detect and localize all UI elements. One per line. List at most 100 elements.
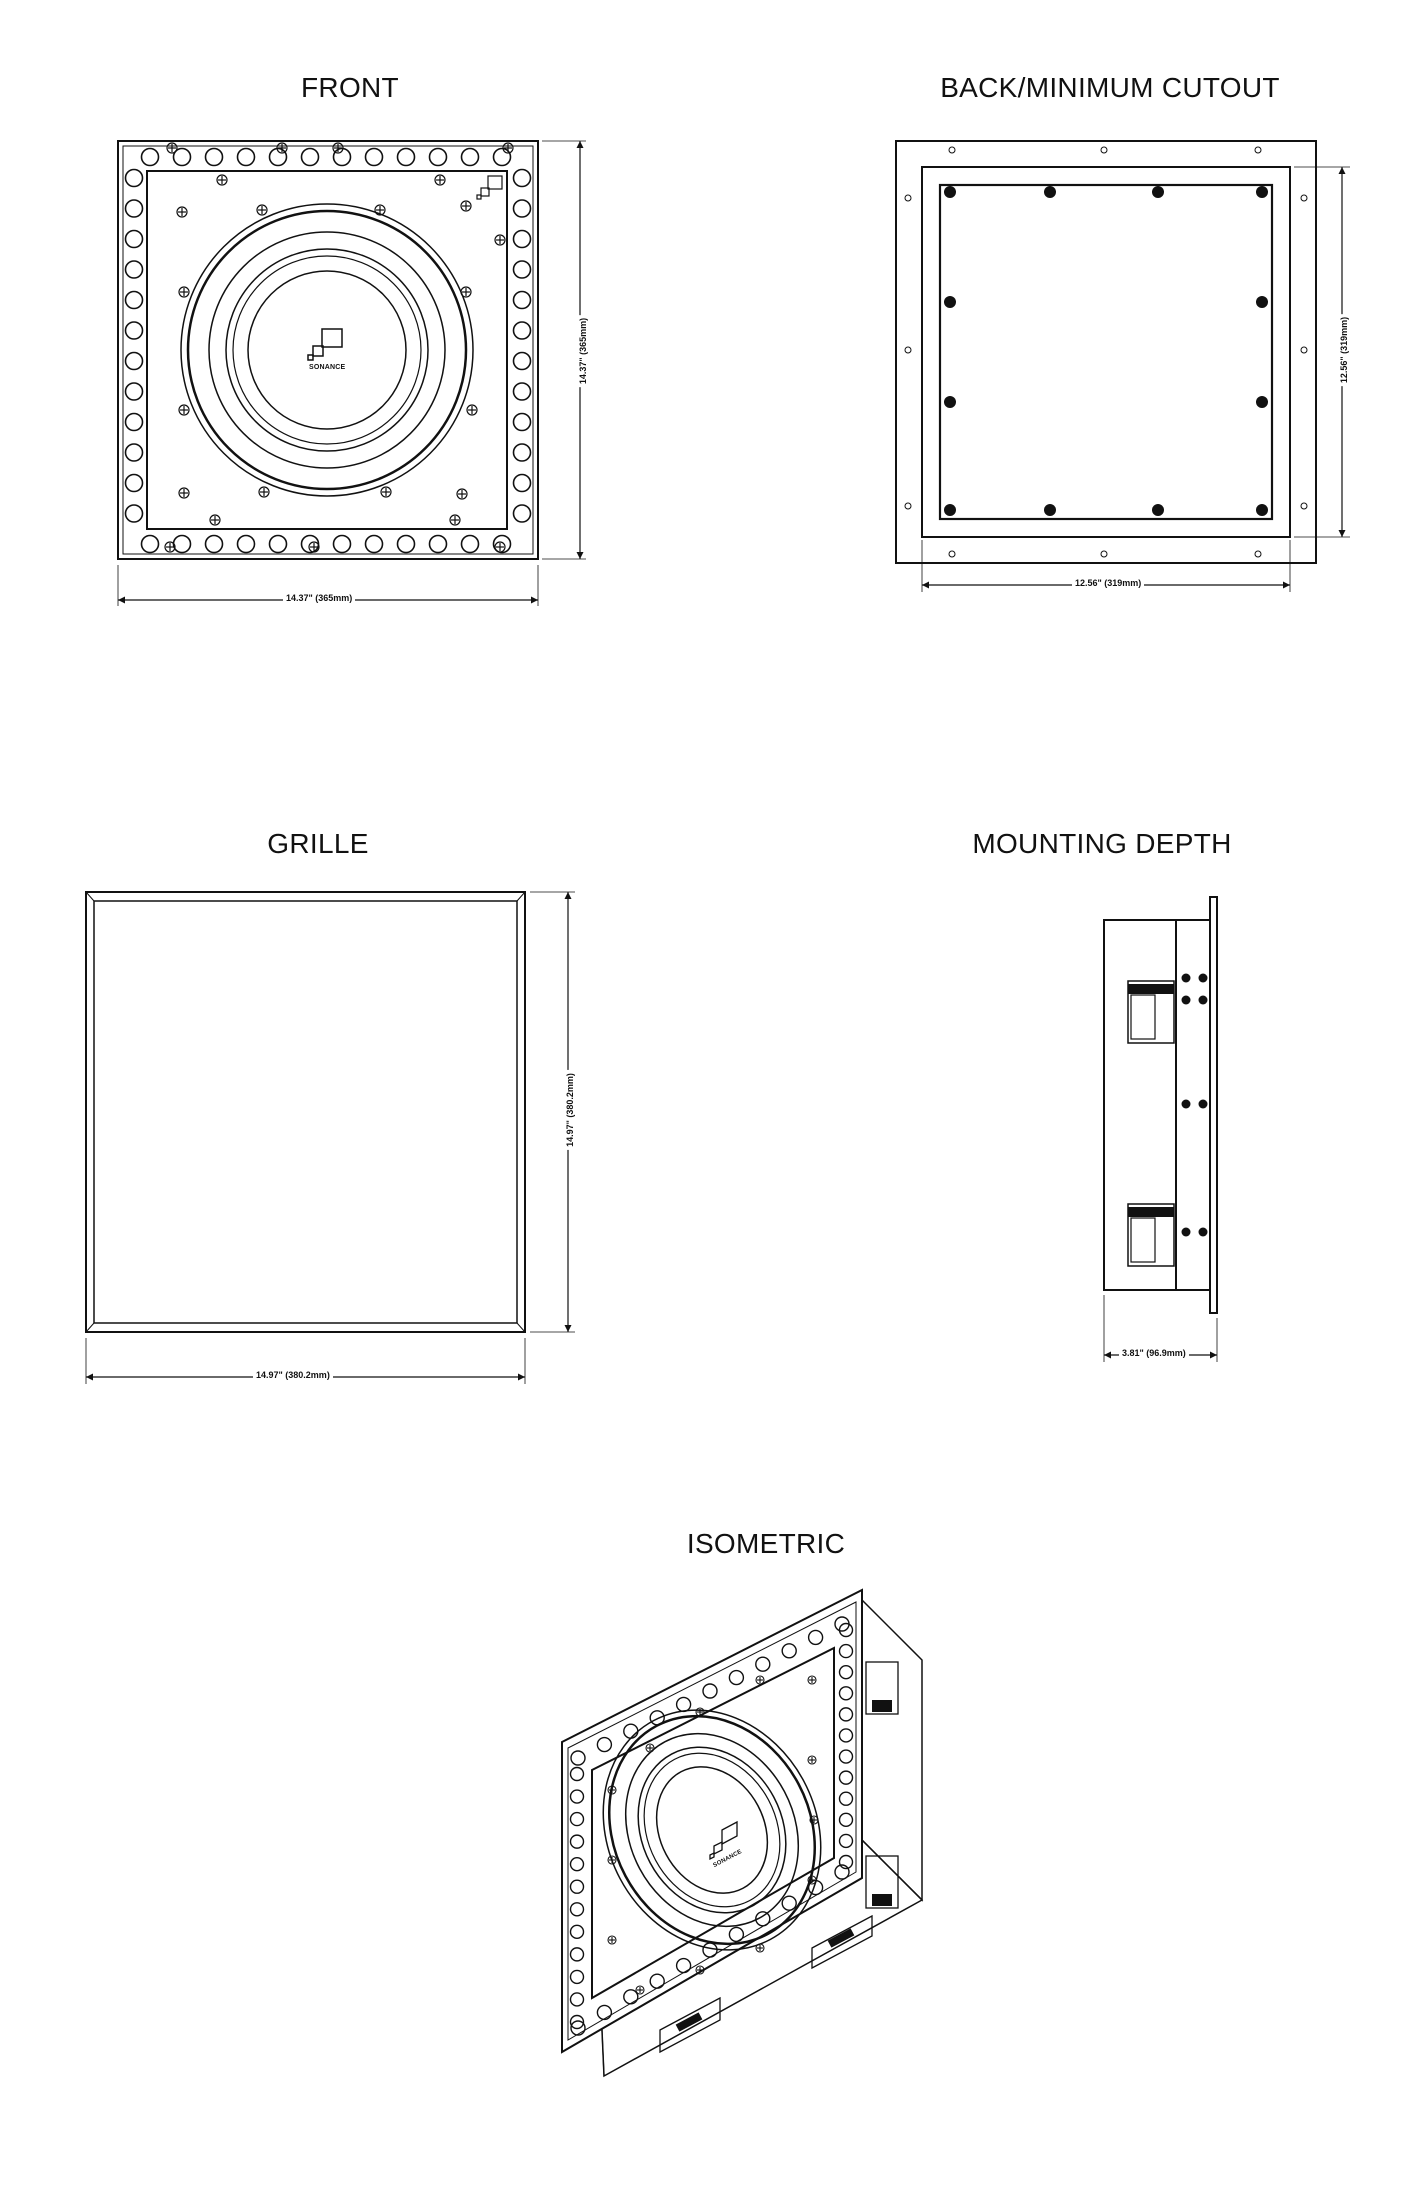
grille-height-dimension: 14.97" (380.2mm) bbox=[564, 1070, 575, 1150]
mounting-hole bbox=[512, 351, 532, 371]
mounting-hole bbox=[755, 1911, 771, 1927]
mounting-screw-hole bbox=[1152, 186, 1164, 198]
front-view-title: FRONT bbox=[301, 72, 399, 103]
mounting-hole bbox=[838, 1791, 854, 1806]
mounting-hole bbox=[838, 1728, 854, 1743]
mounting-hole bbox=[649, 1973, 665, 1989]
screw-icon bbox=[374, 204, 386, 216]
mounting-hole bbox=[124, 412, 144, 432]
mounting-hole bbox=[569, 1924, 585, 1940]
back-width-dimension: 12.56" (319mm) bbox=[1072, 578, 1145, 588]
mounting-screw-hole bbox=[1044, 504, 1056, 516]
mounting-hole bbox=[569, 1811, 585, 1827]
mounting-hole bbox=[396, 147, 416, 167]
grille-width-dimension: 14.97" (380.2mm) bbox=[253, 1370, 333, 1380]
mounting-hole bbox=[492, 147, 512, 167]
mounting-hole bbox=[204, 534, 224, 554]
mounting-hole bbox=[838, 1664, 854, 1680]
small-hole bbox=[1100, 550, 1108, 558]
mounting-hole bbox=[512, 260, 532, 279]
mounting-hole bbox=[675, 1957, 692, 1974]
mounting-screw-hole bbox=[1256, 504, 1268, 516]
small-hole bbox=[948, 550, 956, 558]
screw-icon bbox=[607, 1785, 617, 1795]
screw-icon bbox=[466, 404, 478, 416]
screw-icon bbox=[434, 174, 446, 186]
screw-icon bbox=[807, 1675, 817, 1685]
mounting-screw-hole bbox=[1044, 186, 1056, 198]
mounting-hole bbox=[364, 147, 384, 167]
screw-icon bbox=[332, 142, 344, 154]
isometric-logo-icon bbox=[709, 1820, 738, 1861]
mounting-hole bbox=[268, 534, 288, 554]
mounting-hole bbox=[838, 1622, 854, 1638]
mounting-hole bbox=[512, 199, 532, 218]
mounting-hole bbox=[428, 534, 448, 554]
mounting-screw-hole bbox=[1256, 186, 1268, 198]
mounting-hole bbox=[236, 534, 256, 554]
mounting-hole bbox=[570, 1750, 586, 1766]
mounting-hole bbox=[364, 534, 384, 554]
mounting-hole bbox=[512, 321, 532, 340]
mounting-hole bbox=[140, 534, 160, 554]
mounting-hole bbox=[124, 443, 144, 462]
mounting-hole bbox=[781, 1643, 797, 1659]
mounting-hole bbox=[702, 1683, 718, 1699]
mounting-hole bbox=[838, 1770, 854, 1785]
screw-icon bbox=[164, 541, 176, 553]
mounting-hole bbox=[569, 1969, 585, 1985]
small-hole bbox=[1100, 146, 1108, 154]
mounting-hole bbox=[623, 1989, 639, 2005]
small-hole bbox=[1254, 550, 1262, 558]
small-hole bbox=[904, 194, 912, 202]
mounting-hole bbox=[332, 534, 352, 554]
front-logo-text: SONANCE bbox=[309, 364, 346, 371]
mounting-hole bbox=[596, 2004, 613, 2021]
mounting-hole bbox=[569, 1766, 585, 1782]
mounting-hole bbox=[172, 534, 192, 554]
mounting-hole bbox=[834, 1864, 850, 1880]
isometric-view bbox=[561, 1588, 924, 2078]
small-hole bbox=[904, 346, 912, 354]
mounting-hole bbox=[569, 1992, 585, 2007]
mounting-hole bbox=[569, 1879, 585, 1894]
mounting-hole bbox=[172, 147, 192, 167]
screw-icon bbox=[494, 541, 506, 553]
mounting-hole bbox=[492, 534, 512, 554]
screw-icon bbox=[256, 204, 268, 216]
screw-icon bbox=[502, 142, 514, 154]
mounting-hole bbox=[781, 1895, 797, 1911]
mounting-hole bbox=[570, 2020, 586, 2036]
grille-view bbox=[85, 891, 575, 1384]
mounting-hole bbox=[838, 1854, 854, 1870]
mounting-hole bbox=[124, 168, 144, 188]
back-view-title: BACK/MINIMUM CUTOUT bbox=[940, 72, 1280, 103]
mounting-hole bbox=[512, 412, 532, 432]
mounting-hole bbox=[124, 504, 144, 523]
screw-icon bbox=[276, 142, 288, 154]
mounting-hole bbox=[569, 1947, 585, 1962]
mounting-hole bbox=[140, 147, 160, 167]
mounting-hole bbox=[124, 290, 144, 310]
screw-icon bbox=[178, 487, 190, 499]
mounting-hole bbox=[838, 1707, 854, 1722]
mounting-screw-hole bbox=[1256, 396, 1268, 408]
screw-icon bbox=[216, 174, 228, 186]
mounting-hole bbox=[807, 1629, 824, 1646]
screw-icon bbox=[460, 200, 472, 212]
mounting-hole bbox=[512, 443, 532, 462]
mounting-hole bbox=[512, 290, 532, 310]
mounting-hole bbox=[512, 168, 532, 188]
mounting-hole bbox=[512, 473, 532, 493]
mounting-hole bbox=[124, 229, 144, 249]
mounting-hole bbox=[838, 1749, 854, 1764]
mounting-hole bbox=[838, 1812, 854, 1828]
mounting-hole bbox=[124, 351, 144, 371]
mounting-screw-hole bbox=[944, 396, 956, 408]
screw-icon bbox=[494, 234, 506, 246]
screw-icon bbox=[607, 1935, 617, 1945]
mounting-hole bbox=[728, 1669, 745, 1686]
sonance-logo-icon bbox=[307, 328, 343, 361]
mounting-screw-hole bbox=[1152, 504, 1164, 516]
